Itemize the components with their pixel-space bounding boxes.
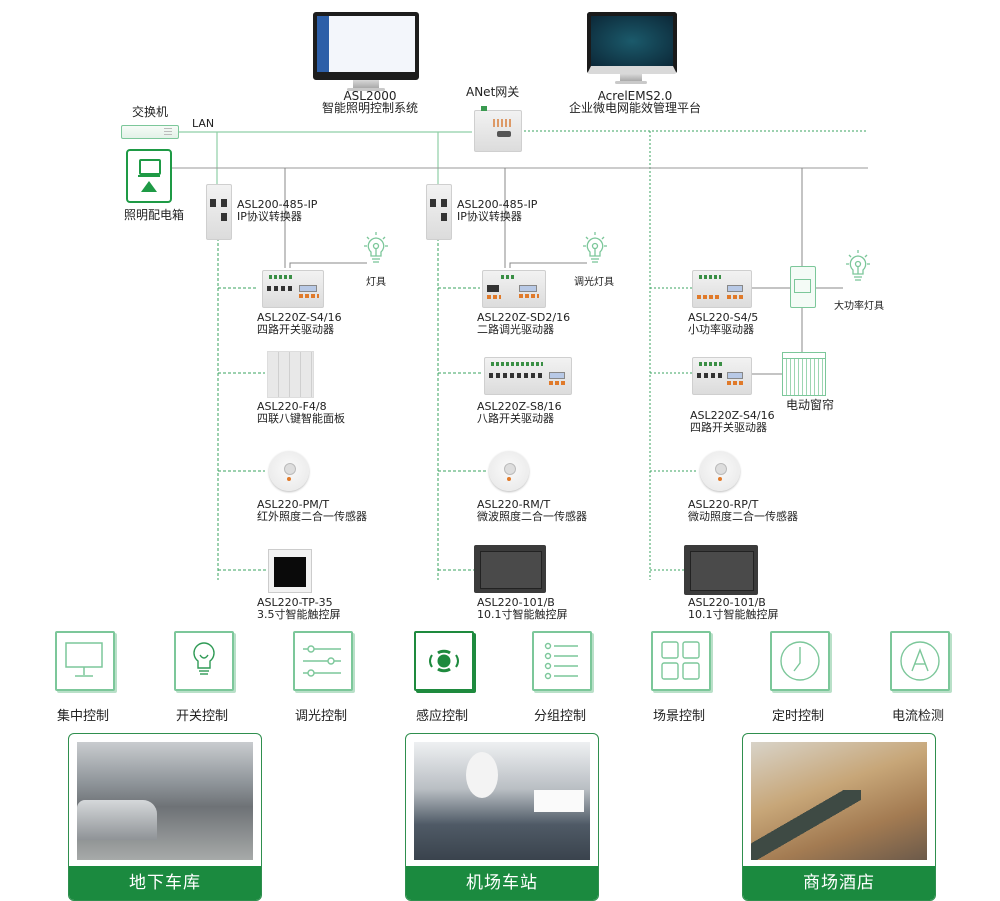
- switch-label: 交换机: [132, 105, 169, 119]
- lamp-icon-1: [361, 232, 391, 276]
- lamp-line-2: [509, 262, 587, 268]
- asl2000-monitor: [313, 12, 419, 92]
- device-2-3-model: ASL220-RM/T: [477, 498, 551, 511]
- device-3-3-desc: 微动照度二合一传感器: [688, 510, 798, 523]
- driver-asl220-s4-5: [692, 270, 752, 308]
- panel-asl220-f4-8: [267, 351, 314, 398]
- device-3-1-desc: 小功率驱动器: [688, 323, 754, 336]
- power-relay: [790, 266, 816, 308]
- device-1-2-desc: 四联八键智能面板: [257, 412, 345, 425]
- parking-garage-image: [77, 742, 253, 860]
- device-1-4-model: ASL220-TP-35: [257, 596, 333, 609]
- warning-icon: [141, 181, 157, 192]
- high-power-lamp-icon: [843, 250, 873, 294]
- device-1-2-model: ASL220-F4/8: [257, 400, 327, 413]
- bulb-icon: [174, 631, 234, 691]
- curtain-label: 电动窗帘: [786, 398, 835, 412]
- list-icon: [532, 631, 592, 691]
- anet-gateway: [474, 106, 522, 152]
- network-switch: [121, 125, 179, 139]
- device-2-2-model: ASL220Z-S8/16: [477, 400, 562, 413]
- converter-1-desc: IP协议转换器: [237, 210, 302, 223]
- lamp-label-3: 大功率灯具: [834, 301, 884, 312]
- software2-name: AcrelEMS2.0: [597, 89, 673, 103]
- device-3-2-desc: 四路开关驱动器: [690, 421, 767, 434]
- device-3-3-model: ASL220-RP/T: [688, 498, 759, 511]
- device-2-3-desc: 微波照度二合一传感器: [477, 510, 587, 523]
- feature-label: 电流检测: [891, 709, 944, 724]
- distribution-box-label: 照明配电箱: [124, 208, 185, 222]
- driver-asl220z-s8-16: [484, 357, 572, 395]
- device-2-2-desc: 八路开关驱动器: [477, 412, 554, 425]
- sliders-icon: [293, 631, 353, 691]
- device-3-1-model: ASL220-S4/5: [688, 311, 759, 324]
- lan-label: LAN: [192, 117, 215, 130]
- acrelems-monitor: [587, 12, 677, 84]
- converter-2-desc: IP协议转换器: [457, 210, 522, 223]
- mall-hotel-image: [751, 742, 927, 860]
- device-2-4-model: ASL220-101/B: [477, 596, 555, 609]
- device-2-1-model: ASL220Z-SD2/16: [477, 311, 571, 324]
- feature-label: 开关控制: [175, 709, 228, 724]
- touchscreen-asl220-101-b-2: [684, 545, 758, 595]
- electric-curtain-icon: [782, 352, 826, 396]
- sensor-asl220-rm-t: [489, 451, 529, 491]
- grid-icon: [651, 631, 711, 691]
- scene-label: 机场车站: [406, 866, 598, 900]
- lighting-distribution-box: [126, 149, 172, 203]
- software1-desc: 智能照明控制系统: [321, 101, 418, 115]
- converter-1-model: ASL200-485-IP: [237, 198, 318, 211]
- sensor-asl220-pm-t: [269, 451, 309, 491]
- feature-label: 分组控制: [533, 709, 586, 724]
- device-1-3-model: ASL220-PM/T: [257, 498, 330, 511]
- driver-asl220z-s4-16: [262, 270, 324, 308]
- feature-label: 感应控制: [415, 709, 468, 724]
- software2-desc: 企业微电网能效管理平台: [568, 101, 701, 115]
- device-1-3-desc: 红外照度二合一传感器: [257, 510, 367, 523]
- device-3-4-model: ASL220-101/B: [688, 596, 766, 609]
- software1-name: ASL2000: [343, 89, 397, 103]
- sensor-asl220-rp-t: [700, 451, 740, 491]
- device-2-1-desc: 二路调光驱动器: [477, 323, 554, 336]
- feature-label: 定时控制: [771, 709, 824, 724]
- scene-label: 商场酒店: [743, 866, 935, 900]
- device-2-4-desc: 10.1寸智能触控屏: [477, 608, 568, 621]
- device-1-1-model: ASL220Z-S4/16: [257, 311, 342, 324]
- scene-label: 地下车库: [69, 866, 261, 900]
- sensor-icon: [414, 631, 474, 691]
- feature-label: 集中控制: [56, 709, 109, 724]
- feature-label: 调光控制: [294, 709, 347, 724]
- driver-asl220z-s4-16-col3: [692, 357, 752, 395]
- scene-card-airport: 机场车站: [405, 733, 599, 901]
- lamp-line-1: [289, 262, 367, 268]
- ip-converter-2: [426, 184, 452, 240]
- touchscreen-asl220-101-b-1: [474, 545, 546, 593]
- converter-2-model: ASL200-485-IP: [457, 198, 538, 211]
- device-3-2-model: ASL220Z-S4/16: [690, 409, 775, 422]
- gateway-label: ANet网关: [466, 85, 520, 99]
- dimmable-lamp-icon: [580, 232, 610, 276]
- device-1-1-desc: 四路开关驱动器: [257, 323, 334, 336]
- airport-station-image: [414, 742, 590, 860]
- clock-icon: [770, 631, 830, 691]
- ip-converter-1: [206, 184, 232, 240]
- scene-card-parking: 地下车库: [68, 733, 262, 901]
- device-1-4-desc: 3.5寸智能触控屏: [257, 608, 341, 621]
- ammeter-icon: [890, 631, 950, 691]
- lamp-label-2: 调光灯具: [574, 277, 614, 288]
- device-3-4-desc: 10.1寸智能触控屏: [688, 608, 779, 621]
- touchscreen-asl220-tp-35: [268, 549, 312, 593]
- monitor-icon: [55, 631, 115, 691]
- lamp-label-1: 灯具: [366, 277, 386, 288]
- driver-asl220z-sd2-16: [482, 270, 546, 308]
- feature-label: 场景控制: [652, 709, 705, 724]
- scene-card-mall: 商场酒店: [742, 733, 936, 901]
